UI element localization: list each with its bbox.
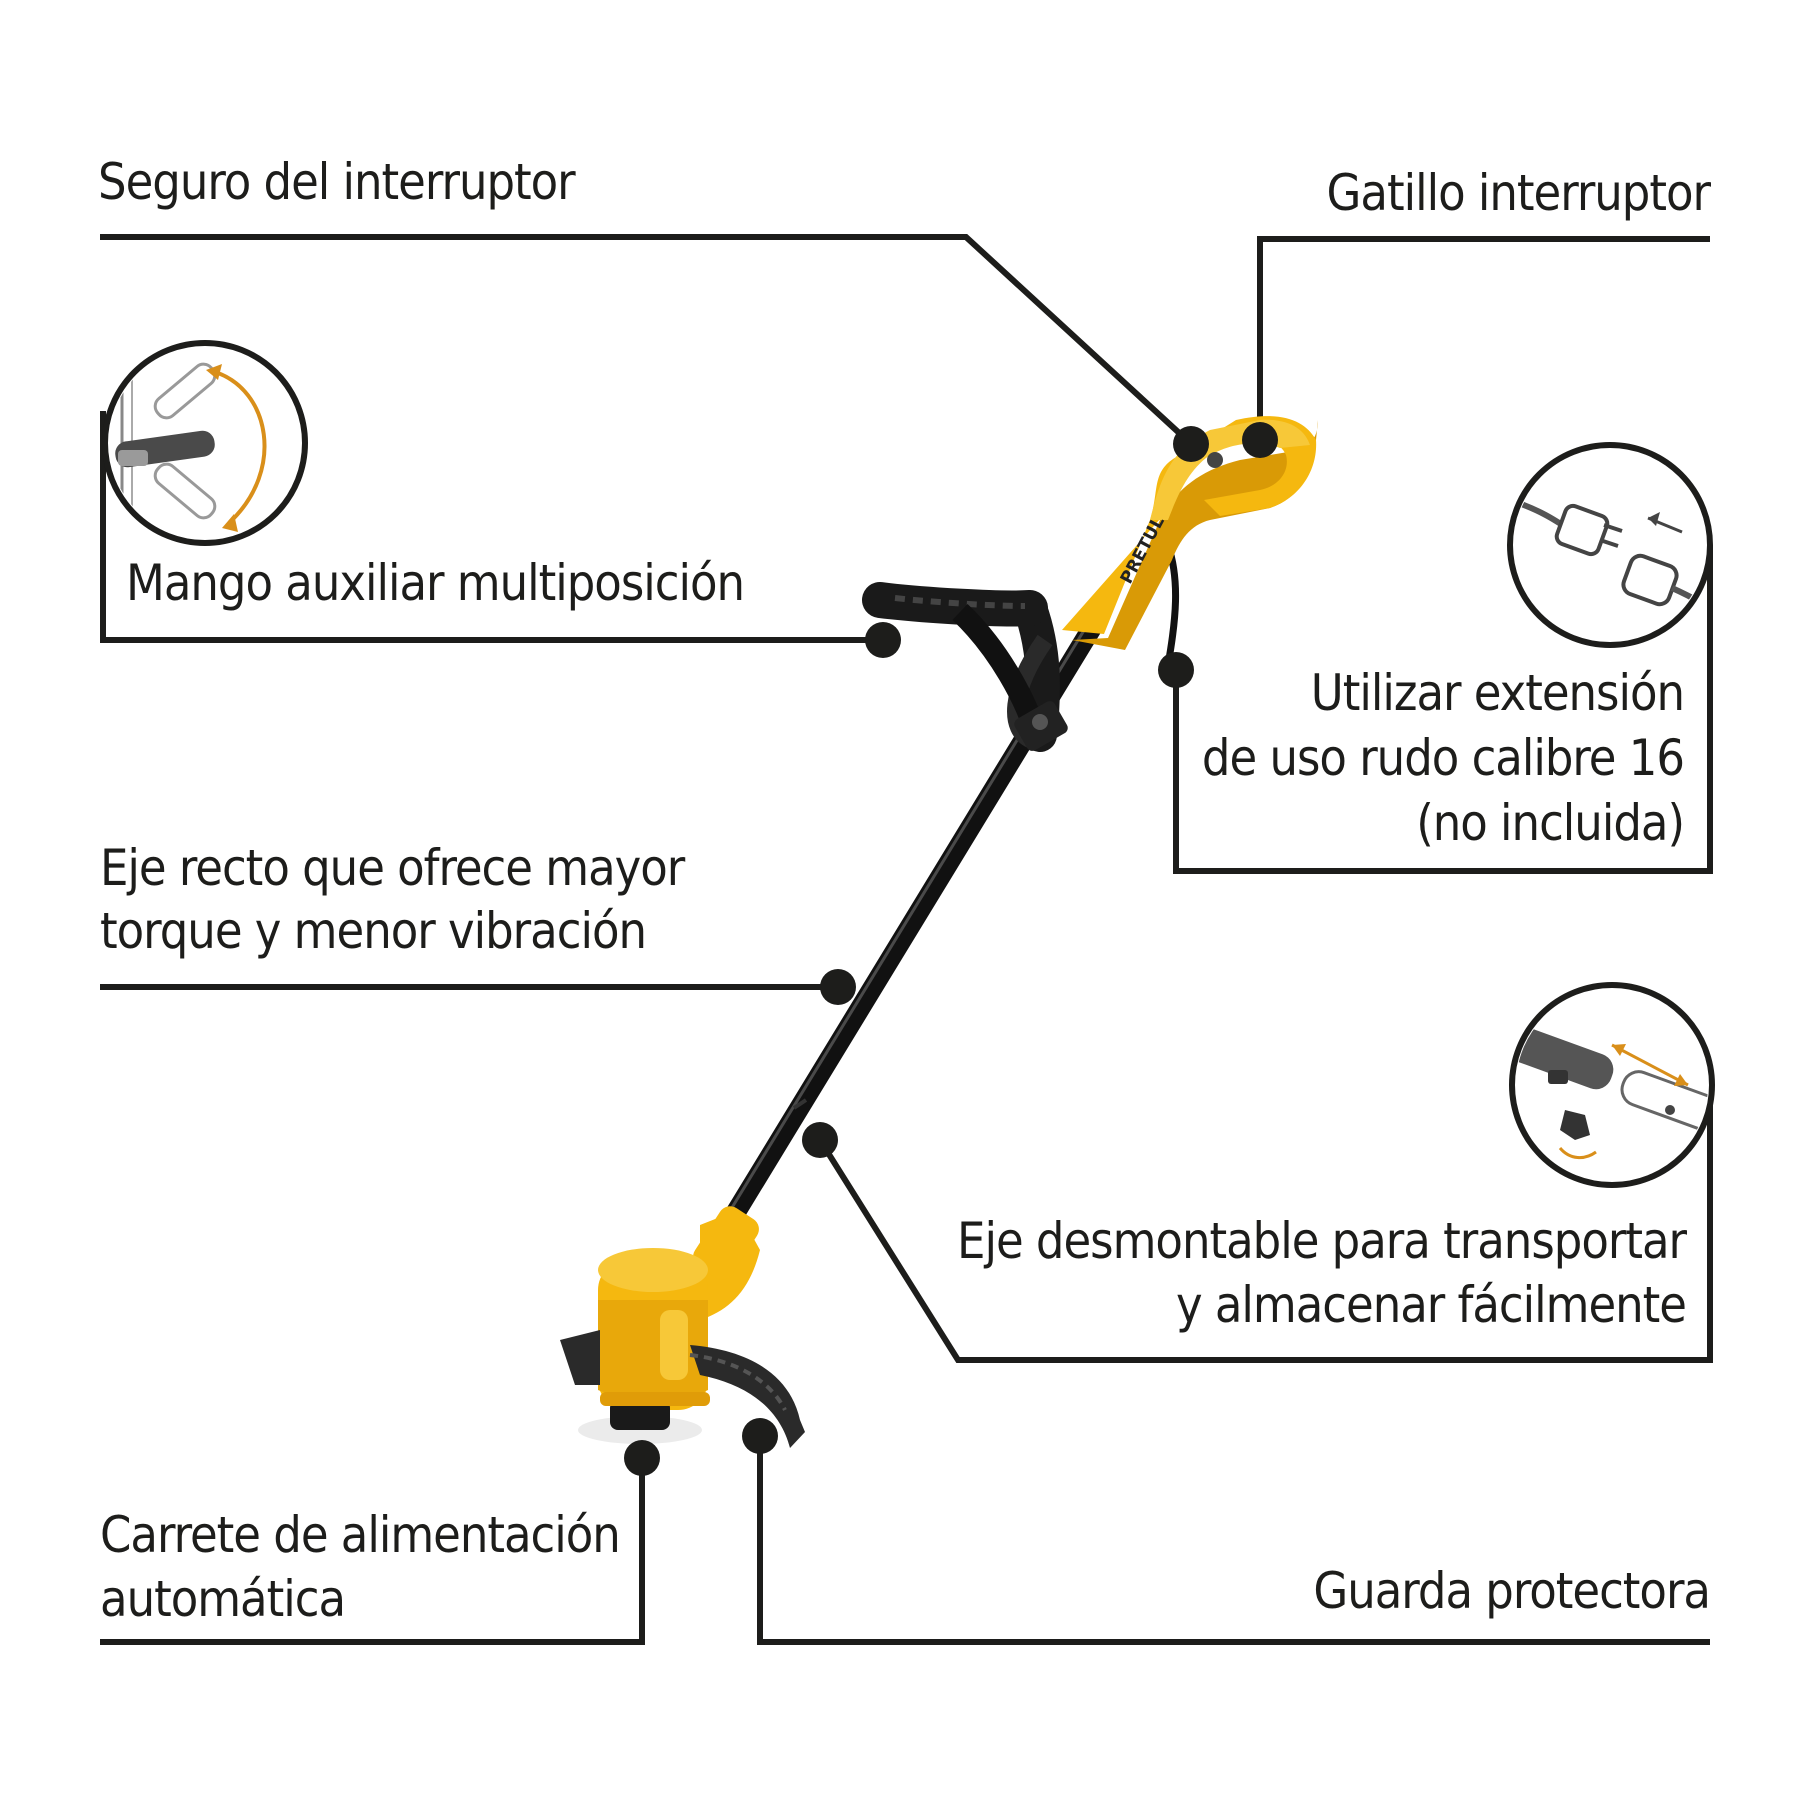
leader-spool	[100, 1458, 645, 1645]
auxiliary-handle	[862, 582, 1068, 752]
multiposition-handle-icon	[102, 340, 308, 546]
label-extension-line2: de uso rudo calibre 16	[1202, 729, 1684, 787]
safety-guard	[560, 1330, 805, 1448]
label-straight-shaft-line2: torque y menor vibración	[100, 902, 646, 960]
leader-detachable-shaft	[817, 1085, 1713, 1363]
feed-spool	[578, 1392, 710, 1444]
shaft-coupling	[792, 1098, 808, 1110]
dot-detachable-shaft	[802, 1122, 838, 1158]
leader-trigger-switch	[1257, 236, 1710, 440]
dot-straight-shaft	[820, 969, 856, 1005]
leader-aux-handle	[100, 411, 883, 643]
string-trimmer: PRETUL	[560, 416, 1318, 1448]
label-guard: Guarda protectora	[1313, 1562, 1710, 1620]
plug-extension-icon	[1507, 442, 1713, 648]
shaft-coupling-icon	[1509, 982, 1715, 1188]
label-extension-line1: Utilizar extensión	[1311, 664, 1684, 722]
leader-guard	[757, 1436, 1710, 1645]
leader-switch-lock	[100, 234, 1192, 445]
label-extension-line3: (no incluida)	[1416, 794, 1684, 852]
label-spool-line1: Carrete de alimentación	[100, 1506, 620, 1564]
label-trigger-switch: Gatillo interruptor	[1327, 164, 1712, 222]
label-switch-lock: Seguro del interruptor	[98, 153, 576, 211]
dot-trigger-switch	[1242, 422, 1278, 458]
dot-switch-lock	[1173, 426, 1209, 462]
dot-aux-handle	[865, 622, 901, 658]
label-detachable-shaft-line2: y almacenar fácilmente	[1176, 1276, 1686, 1334]
dot-guard	[742, 1418, 778, 1454]
label-aux-handle: Mango auxiliar multiposición	[126, 554, 744, 612]
label-straight-shaft-line1: Eje recto que ofrece mayor	[100, 839, 686, 897]
dot-extension	[1158, 652, 1194, 688]
label-spool-line2: automática	[100, 1570, 345, 1628]
dot-spool	[624, 1440, 660, 1476]
label-detachable-shaft-line1: Eje desmontable para transportar	[957, 1212, 1687, 1270]
leader-extension	[1173, 545, 1713, 874]
motor-head	[598, 1206, 760, 1410]
